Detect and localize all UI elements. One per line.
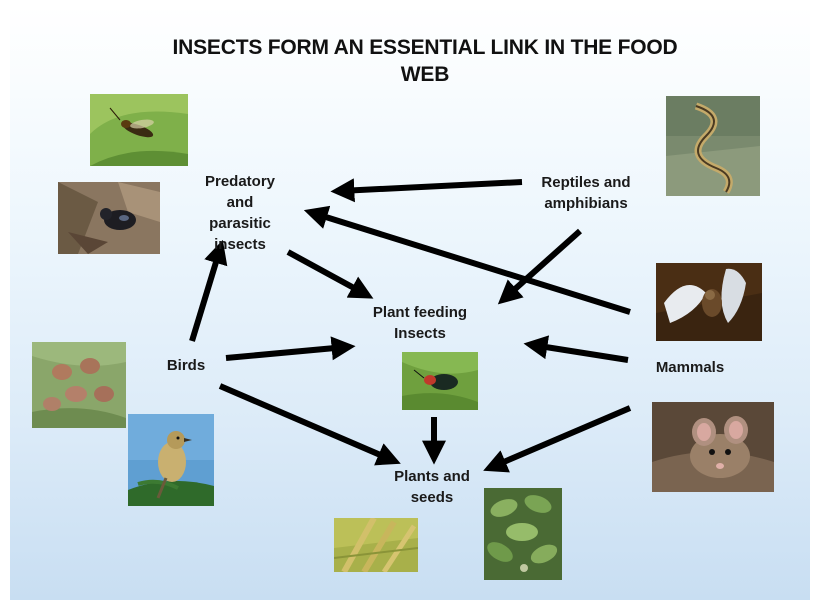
arrow-reptiles-to-plant-feeding [505,231,580,298]
node-reptiles-amphibians: Reptiles and amphibians [518,172,654,214]
node-predatory-line-1: Predatory [190,171,290,192]
node-reptiles-line-1: Reptiles and [518,172,654,193]
slide: INSECTS FORM AN ESSENTIAL LINK IN THE FO… [10,6,810,600]
arrow-predatory-to-plant-feeding [288,252,365,294]
arrow-birds-to-plants [220,386,392,460]
arrow-reptiles-to-predatory [340,182,522,191]
node-plant-feeding-insects: Plant feeding Insects [362,302,478,344]
node-plant-feeding-line-2: Insects [362,323,478,344]
node-plants-line-2: seeds [382,487,482,508]
node-mammals-line-1: Mammals [640,357,740,378]
arrow-mammals-to-plants [492,408,630,467]
node-predatory-insects: Predatory and parasitic insects [190,171,290,255]
node-predatory-line-3: parasitic [190,213,290,234]
arrow-mammals-to-plant-feeding [533,345,628,360]
arrow-birds-to-predatory [192,249,220,341]
node-plants-line-1: Plants and [382,466,482,487]
node-birds-line-1: Birds [156,355,216,376]
node-predatory-line-2: and [190,192,290,213]
arrow-mammals-to-predatory [313,213,630,312]
node-mammals: Mammals [640,357,740,378]
arrow-birds-to-plant-feeding [226,347,346,358]
node-birds: Birds [156,355,216,376]
node-plants-and-seeds: Plants and seeds [382,466,482,508]
node-reptiles-line-2: amphibians [518,193,654,214]
node-plant-feeding-line-1: Plant feeding [362,302,478,323]
node-predatory-line-4: insects [190,234,290,255]
